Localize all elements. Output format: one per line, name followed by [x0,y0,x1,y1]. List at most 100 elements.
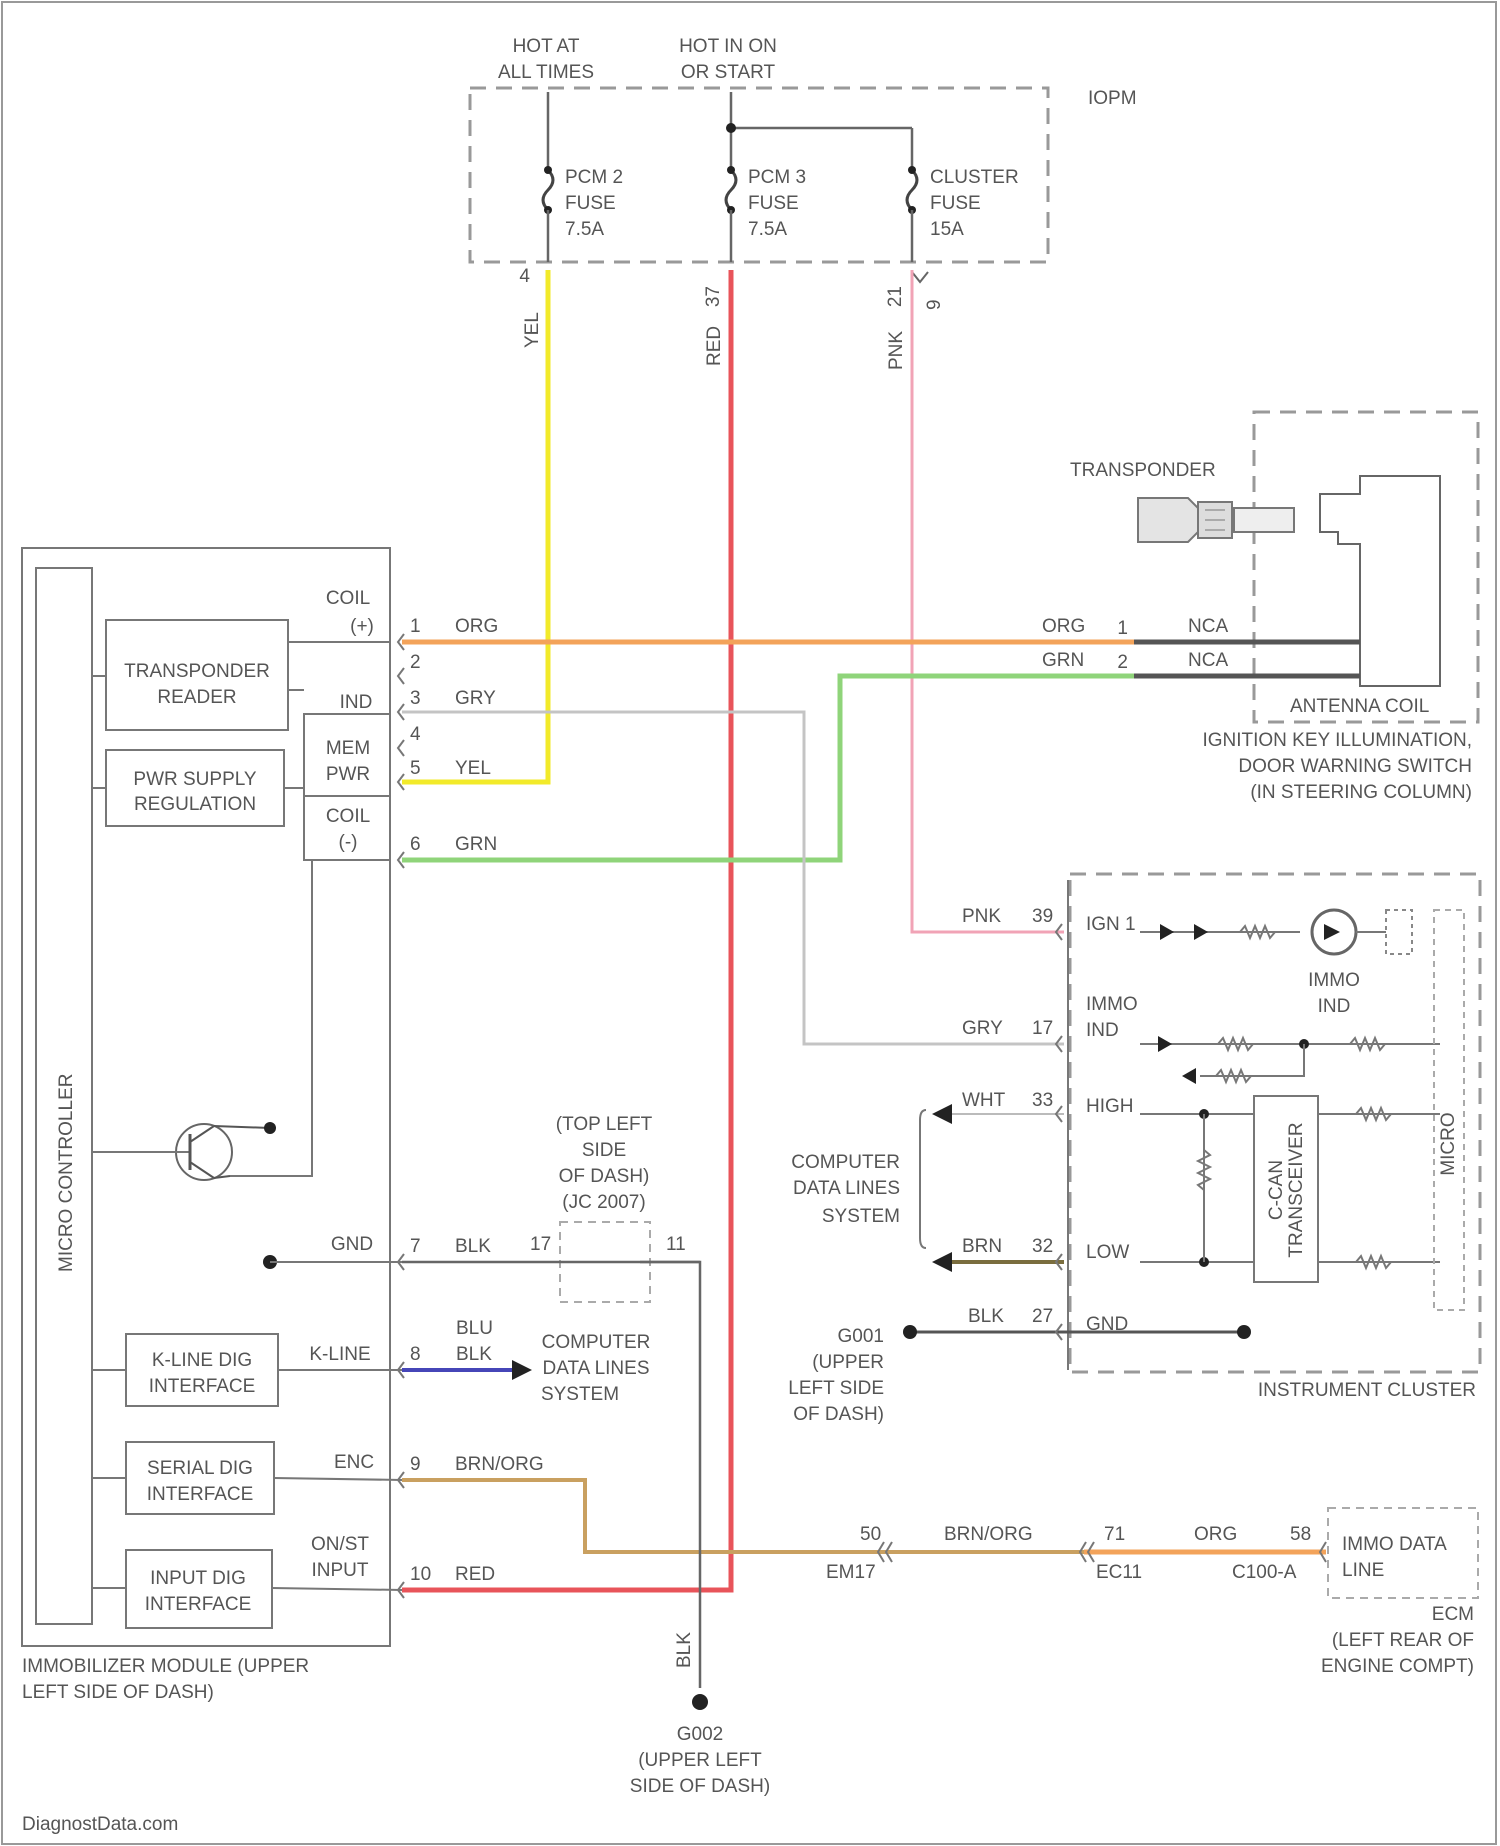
immobilizer-outer-box [22,548,390,1646]
instrument-cluster: PNK 39 IGN 1 IMMO IND GRY 17 IMMO IND WH… [903,874,1480,1401]
cdl-a-line2: DATA LINES [543,1358,650,1379]
ecm-line2: (LEFT REAR OF [1332,1630,1474,1651]
immo-connector-marks [398,634,404,1598]
jc-pin-17: 17 [530,1234,551,1255]
fuse-pcm2-name: PCM 2 [565,167,623,188]
cdl-b-line1: COMPUTER [791,1152,900,1173]
fuse-pcm3-rating: 7.5A [748,219,787,240]
cluster-row-3-color: WHT [962,1090,1006,1111]
immo-pin-8-color-b: BLK [456,1344,492,1365]
jc-line3: OF DASH) [559,1166,650,1187]
fuse-symbol-icon [543,170,553,210]
antenna-location-line2: DOOR WARNING SWITCH [1238,756,1472,777]
immobilizer-label-line2: LEFT SIDE OF DASH) [22,1682,214,1703]
immo-pin-8-color-a: BLU [456,1318,493,1339]
cluster-row-3-name: HIGH [1086,1096,1134,1117]
cluster-row-2-name-2: IND [1086,1020,1119,1041]
g001-line1: G001 [838,1326,884,1347]
on-start-label-2: INPUT [312,1560,369,1581]
instrument-cluster-label: INSTRUMENT CLUSTER [1258,1380,1476,1401]
transponder-reader-line1: TRANSPONDER [124,661,270,682]
jc-line4: (JC 2007) [562,1192,645,1213]
kline-diag-line1: K-LINE DIG [152,1350,252,1371]
coil-pos-label-2: (+) [350,616,374,637]
wire-label-yel-vertical: YEL [522,312,543,348]
antenna-nca-2: NCA [1188,650,1228,671]
arrow-right-icon [1158,1036,1172,1052]
micro-controller-label: MICRO CONTROLLER [56,1074,77,1272]
input-diag-line1: INPUT DIG [150,1568,246,1589]
fuse-bus [548,92,912,170]
blk-vertical-label: BLK [674,1632,695,1668]
immo-pin-5: 5 [410,758,421,779]
cluster-dashed-box [1070,874,1480,1372]
fuse-pcm3-name: PCM 3 [748,167,806,188]
g001-line2: (UPPER [812,1352,884,1373]
g002-line1: G002 [677,1724,723,1745]
fuse-cluster-type: FUSE [930,193,981,214]
arrow-left-icon [1182,1068,1196,1084]
chain-wire2-color: ORG [1194,1524,1237,1545]
wire-grn [402,676,1134,860]
cluster-row-4-name: LOW [1086,1242,1129,1263]
immo-data-line1: IMMO DATA [1342,1534,1447,1555]
fuse-pin-9: 9 [924,299,945,310]
ground-g001-icon [903,1325,917,1339]
wire-label-pnk-vertical: PNK [886,331,907,370]
g002-line2: (UPPER LEFT [638,1750,762,1771]
ec-pin: 71 [1104,1524,1125,1545]
wire-pnk [912,270,1064,932]
serial-diag-line2: INTERFACE [147,1484,254,1505]
fuse-cluster-rating: 15A [930,219,964,240]
antenna-pin-1: 1 [1117,618,1128,639]
cluster-micro-label: MICRO [1438,1112,1459,1175]
fuse-pcm2: PCM 2 FUSE 7.5A [543,166,623,262]
immo-pin-5-color: YEL [455,758,491,779]
immo-pin-6-color: GRN [455,834,497,855]
cluster-micro-box [1434,910,1464,1310]
immo-pin-2: 2 [410,652,421,673]
antenna-coil-assembly: TRANSPONDER 1 2 ORG GRN NCA NCA ANTENNA … [1042,412,1478,803]
cluster-row-4-pin: 32 [1032,1236,1053,1257]
cluster-row-1-color: PNK [962,906,1001,927]
coil-pos-label-1: COIL [326,588,370,609]
immo-pin-1-color: ORG [455,616,498,637]
fuse-pcm2-type: FUSE [565,193,616,214]
hot-at-all-times-line1: HOT AT [513,36,580,57]
ecm-chain: 50 EM17 BRN/ORG 71 EC11 ORG 58 C100-A IM… [826,1508,1478,1677]
fuse-pcm3-type: FUSE [748,193,799,214]
coil-neg-label-2: (-) [339,832,358,853]
c100-conn: C100-A [1232,1562,1297,1583]
immo-pin-9-color: BRN/ORG [455,1454,544,1475]
cluster-row-2-pin: 17 [1032,1018,1053,1039]
pwr-label: PWR [326,764,370,785]
transponder-label: TRANSPONDER [1070,460,1216,481]
kline-diag-line2: INTERFACE [149,1376,256,1397]
fuse-cluster-name: CLUSTER [930,167,1019,188]
fuse-symbol-icon [907,170,917,210]
coil-neg-label-1: COIL [326,806,370,827]
computer-data-lines-b: COMPUTER DATA LINES SYSTEM [791,1110,926,1248]
wire-label-red-vertical: RED [704,326,725,366]
cluster-row-5-color: BLK [968,1306,1004,1327]
cdl-a-line3: SYSTEM [541,1384,619,1405]
g002-line3: SIDE OF DASH) [630,1776,770,1797]
immo-data-line2: LINE [1342,1560,1384,1581]
immo-pin-9: 9 [410,1454,421,1475]
immo-pin-7-color: BLK [455,1236,491,1257]
arrow-left-icon [932,1252,952,1272]
hot-in-on-line1: HOT IN ON [679,36,777,57]
cdl-b-line3: SYSTEM [822,1206,900,1227]
antenna-color-org: ORG [1042,616,1085,637]
immo-pin-4: 4 [410,724,421,745]
fuse-pcm2-rating: 7.5A [565,219,604,240]
cluster-row-4-color: BRN [962,1236,1002,1257]
cluster-row-1-pin: 39 [1032,906,1053,927]
hot-at-all-times-line2: ALL TIMES [498,62,594,83]
antenna-location-line1: IGNITION KEY ILLUMINATION, [1202,730,1472,751]
immo-ind-line1: IMMO [1308,970,1360,991]
ec-conn: EC11 [1096,1562,1142,1583]
fuse-symbol-icon [726,170,736,210]
ccan-label-2: TRANSCEIVER [1286,1122,1307,1257]
ignition-switch-icon [1320,476,1440,686]
